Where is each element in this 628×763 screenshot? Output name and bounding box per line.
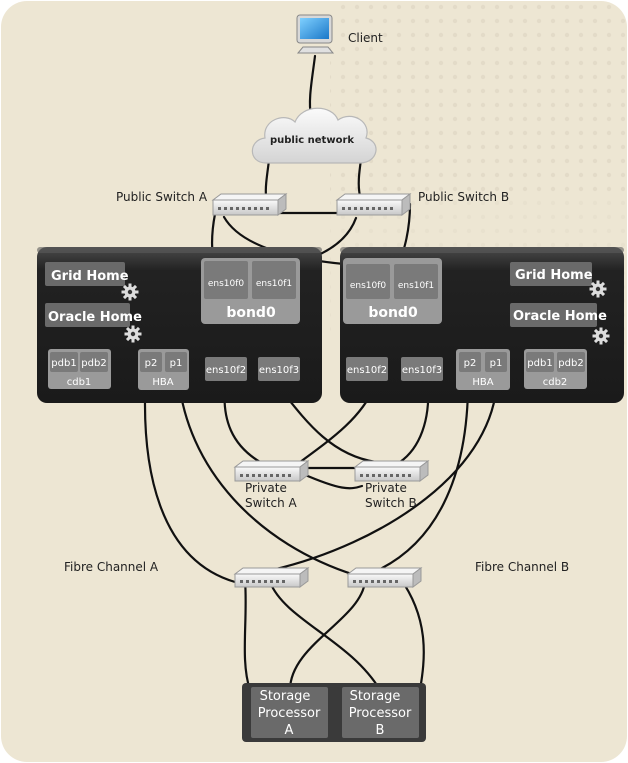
ens10f1-box-right [394, 264, 438, 299]
ens10f3-box-right [401, 357, 443, 381]
private-switch-a-label-2: Switch A [245, 496, 297, 510]
oracle-home-box-left [45, 303, 130, 327]
p2-label-right: p2 [464, 358, 477, 369]
storage-a-line2: Processor [258, 706, 321, 721]
pdb2-box-left [80, 352, 108, 372]
public-switch-a [211, 193, 288, 216]
hba-port-p1-right [485, 352, 507, 372]
storage-processor-b-box [342, 687, 419, 738]
client-label: Client [348, 31, 383, 45]
hba-port-p1-left [165, 352, 187, 372]
p2-label-left: p2 [145, 358, 158, 369]
private-switch-a [233, 460, 310, 482]
ens10f3-label-left: ens10f3 [259, 365, 299, 376]
bond-label-right: bond0 [368, 305, 418, 321]
pdb2-box-right [557, 352, 585, 372]
storage-processor-a-box [251, 687, 328, 738]
pdb1-box-right [526, 352, 554, 372]
ens10f0-box-right [346, 264, 390, 299]
private-switch-b [353, 460, 430, 482]
ens10f1-label-right: ens10f1 [398, 281, 434, 291]
public-switch-a-label: Public Switch A [116, 190, 208, 204]
storage-a-line1: Storage [260, 689, 311, 704]
gear-icon [592, 327, 610, 345]
pdb2-label-right: pdb2 [558, 358, 583, 369]
public-network-label: public network [270, 135, 354, 146]
ens10f2-label-right: ens10f2 [347, 365, 387, 376]
ens10f2-box-left [205, 357, 247, 381]
storage-a-line3: A [285, 723, 294, 738]
ens10f3-box-left [258, 357, 300, 381]
grid-home-label-left: Grid Home [51, 269, 129, 284]
ens10f0-box-left [204, 261, 248, 299]
fibre-channel-a-label: Fibre Channel A [64, 560, 159, 574]
oracle-home-box-right [510, 303, 597, 327]
fibre-channel-switch-a [233, 567, 310, 588]
p1-label-right: p1 [490, 358, 503, 369]
p1-label-left: p1 [170, 358, 183, 369]
grid-home-box-right [510, 262, 592, 286]
storage-b-line3: B [376, 723, 385, 738]
fibre-channel-switch-b [346, 567, 423, 588]
private-switch-b-label-2: Switch B [365, 496, 417, 510]
hba-port-p2-right [459, 352, 481, 372]
ens10f3-label-right: ens10f3 [402, 365, 442, 376]
pdb2-label-left: pdb2 [81, 358, 106, 369]
gear-icon [121, 283, 139, 301]
pdb1-label-right: pdb1 [527, 358, 552, 369]
hba-label-left: HBA [152, 377, 173, 388]
public-switch-b-label: Public Switch B [418, 190, 509, 204]
storage-b-line2: Processor [349, 706, 412, 721]
public-network-cloud [251, 107, 377, 164]
grid-home-label-right: Grid Home [515, 268, 593, 283]
ens10f2-label-left: ens10f2 [206, 365, 246, 376]
ens10f1-label-left: ens10f1 [256, 279, 292, 289]
pdb1-label-left: pdb1 [51, 358, 76, 369]
oracle-home-label-left: Oracle Home [48, 310, 142, 325]
ens10f1-box-left [252, 261, 296, 299]
gear-icon [589, 280, 607, 298]
private-switch-b-label-1: Private [365, 481, 407, 495]
bond-label-left: bond0 [226, 305, 276, 321]
cdb-label-left: cdb1 [67, 377, 92, 388]
client-monitor-icon [296, 14, 335, 54]
grid-home-box-left [45, 262, 125, 286]
gear-icon [124, 325, 142, 343]
public-switch-b [335, 193, 412, 216]
storage-b-line1: Storage [350, 689, 401, 704]
pdb1-box-left [50, 352, 78, 372]
ens10f0-label-left: ens10f0 [208, 279, 245, 289]
hba-port-p2-left [140, 352, 162, 372]
private-switch-a-label-1: Private [245, 481, 287, 495]
fibre-channel-b-label: Fibre Channel B [475, 560, 569, 574]
hba-label-right: HBA [472, 377, 493, 388]
cdb-label-right: cdb2 [543, 377, 568, 388]
ens10f2-box-right [346, 357, 388, 381]
ens10f0-label-right: ens10f0 [350, 281, 387, 291]
oracle-home-label-right: Oracle Home [513, 309, 607, 324]
